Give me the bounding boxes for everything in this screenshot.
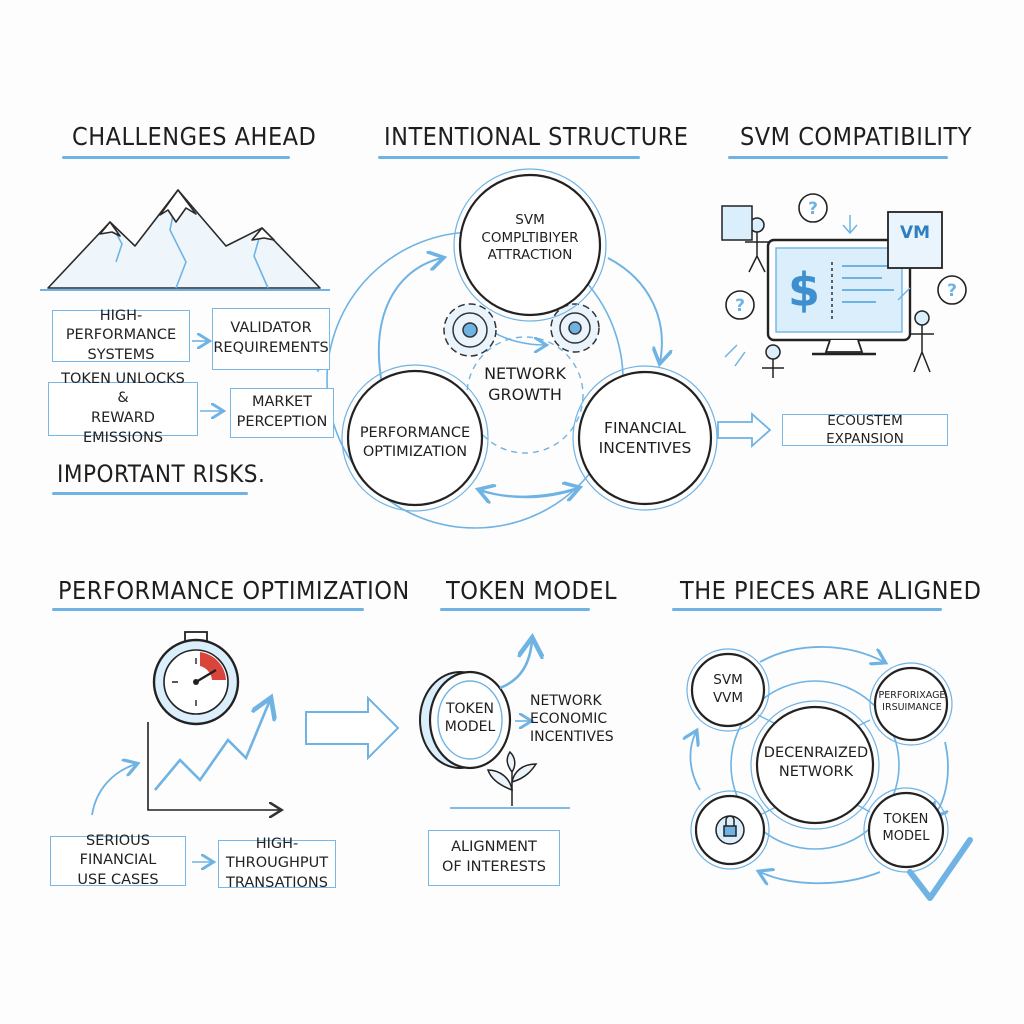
box-alignment-of-interests: ALIGNMENT OF INTERESTS: [428, 830, 560, 886]
svm-title: SVM COMPATIBILITY: [740, 122, 972, 151]
structure-title: INTENTIONAL STRUCTURE: [384, 122, 689, 151]
svg-text:?: ?: [735, 296, 745, 316]
gear-icon-2: [551, 304, 599, 352]
network-growth-label: NETWORK GROWTH: [470, 364, 580, 406]
mountains-illustration: [40, 190, 330, 290]
performance-underline: [52, 608, 364, 611]
challenges-underline: [62, 156, 290, 159]
vm-badge: VM: [888, 222, 942, 244]
challenges-title: CHALLENGES AHEAD: [72, 122, 316, 151]
security-lock-icon: [716, 816, 744, 844]
box-market-perception: MARKET PERCEPTION: [230, 388, 334, 438]
dollar-icon: $: [776, 248, 832, 332]
decentralized-network-label: DECENRAIZED NETWORK: [760, 744, 872, 782]
node-token-model: TOKEN MODEL: [876, 812, 936, 846]
box-token-unlocks: TOKEN UNLOCKS & REWARD EMISSIONS: [48, 382, 198, 436]
big-right-arrow: [306, 698, 398, 758]
structure-underline: [378, 156, 640, 159]
ecosystem-arrow: [718, 414, 770, 446]
important-risks-label: IMPORTANT RISKS.: [57, 460, 265, 488]
aligned-underline: [672, 608, 942, 611]
svg-text:?: ?: [947, 281, 957, 301]
coin-label: TOKEN MODEL: [438, 700, 502, 736]
token-title: TOKEN MODEL: [446, 576, 617, 605]
box-ecosystem-expansion: ECOUSTEM EXPANSION: [782, 414, 948, 446]
network-economic-incentives: NETWORK ECONOMIC INCENTIVES: [530, 692, 614, 747]
gear-icon: [444, 304, 496, 356]
box-validator-requirements: VALIDATOR REQUIREMENTS: [212, 308, 330, 370]
svm-underline: [728, 156, 948, 159]
risks-underline: [52, 492, 248, 495]
box-high-throughput: HIGH-THROUGHPUT TRANSATIONS: [218, 840, 336, 888]
node-performance-insurance: PERFORIXAGE IRSUIMANCE: [872, 690, 952, 715]
box-serious-financial: SERIOUS FINANCIAL USE CASES: [50, 836, 186, 886]
box-high-performance-systems: HIGH-PERFORMANCE SYSTEMS: [52, 310, 190, 362]
performance-title: PERFORMANCE OPTIMIZATION: [58, 576, 410, 605]
stopwatch-icon: [154, 632, 238, 724]
svg-text:?: ?: [808, 199, 818, 219]
node-financial-incentives: FINANCIAL INCENTIVES: [585, 418, 705, 458]
node-svm-attraction: SVM COMPLTIBIYER ATTRACTION: [470, 212, 590, 265]
node-performance-optimization: PERFORMANCE OPTIMIZATION: [352, 424, 478, 462]
token-underline: [440, 608, 590, 611]
aligned-title: THE PIECES ARE ALIGNED: [680, 576, 981, 605]
node-svm-vvm: SVM VVM: [700, 672, 756, 707]
